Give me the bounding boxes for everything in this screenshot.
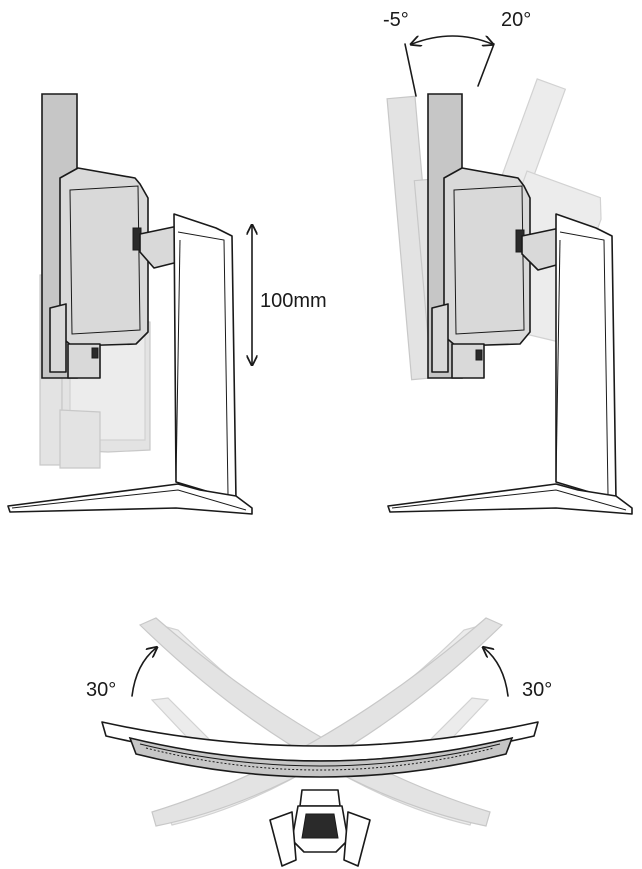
height-value-label: 100mm (260, 290, 327, 312)
tilt-stand-base (387, 483, 633, 515)
height-monitor-housing (59, 167, 149, 347)
tilt-arc-arrow (412, 35, 492, 44)
swivel-figure: 30° 30° (86, 617, 552, 867)
height-stand-base (7, 483, 253, 515)
swivel-left-label: 30° (86, 679, 116, 701)
tilt-stand-arm (521, 227, 561, 271)
swivel-ghost-left (138, 617, 491, 827)
swivel-ghost-right (151, 617, 504, 827)
tilt-forward-label: -5° (383, 9, 409, 31)
swivel-right-label: 30° (522, 679, 552, 701)
height-stand-neck (173, 213, 237, 501)
tilt-backward-label: 20° (501, 9, 531, 31)
swivel-left-arrow (131, 648, 156, 697)
swivel-right-arrow (484, 648, 509, 697)
tilt-figure: -5° 20° (383, 9, 633, 515)
height-adjust-figure: 100mm (7, 93, 327, 515)
tilt-stand-neck (555, 213, 617, 501)
swivel-monitor-rear (128, 736, 514, 778)
tilt-monitor-housing (443, 167, 531, 347)
height-stand-arm (139, 225, 179, 269)
